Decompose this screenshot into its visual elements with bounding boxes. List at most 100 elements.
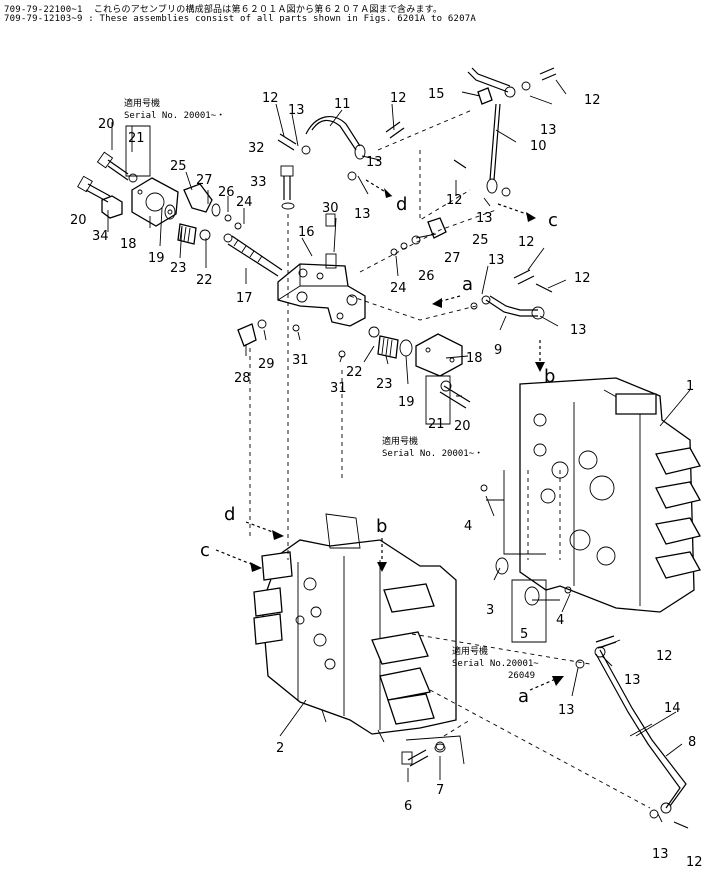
callout-13h: 13 <box>558 703 575 718</box>
callout-29: 29 <box>258 357 275 372</box>
callout-19a: 19 <box>148 251 165 266</box>
serial-note-right-en: Serial No. 20001~・ <box>382 449 483 459</box>
callout-13b: 13 <box>366 155 383 170</box>
bolt-32 <box>280 165 295 210</box>
port-letter-c-lower: c <box>200 540 210 561</box>
callout-6: 6 <box>404 799 412 814</box>
callout-20a: 20 <box>98 117 115 132</box>
callout-18b: 18 <box>466 351 483 366</box>
serial-note-bottom-en: Serial No.20001~ <box>452 659 539 669</box>
callout-3: 3 <box>486 603 494 618</box>
port-letter-d-upper: d <box>396 194 407 215</box>
serial-note-left-en: Serial No. 20001~・ <box>124 111 225 121</box>
callout-28: 28 <box>234 371 251 386</box>
callout-12g: 12 <box>656 649 673 664</box>
callout-14: 14 <box>664 701 681 716</box>
callout-10: 10 <box>530 139 547 154</box>
callout-18a: 18 <box>120 237 137 252</box>
main-valve-1 <box>519 377 701 613</box>
serial-bracket-21-left <box>125 125 151 177</box>
callout-12d: 12 <box>446 193 463 208</box>
tube-9 <box>470 295 545 320</box>
callout-32: 32 <box>248 141 265 156</box>
port-letter-a-lower: a <box>518 686 529 707</box>
callout-15: 15 <box>428 87 445 102</box>
callout-1: 1 <box>686 379 694 394</box>
bolts-20-left <box>77 151 138 203</box>
plugs-and-rings-left <box>164 183 242 245</box>
callout-13a: 13 <box>288 103 305 118</box>
callout-labels: 1 2 3 4 4 5 6 7 8 9 10 11 12 12 12 12 12… <box>70 87 703 870</box>
callout-16: 16 <box>298 225 315 240</box>
serial-note-bottom-jp: 適用号機 <box>452 645 488 657</box>
bolt-6-and-washer-7 <box>401 743 446 765</box>
callout-5: 5 <box>520 627 528 642</box>
callout-20c: 20 <box>454 419 471 434</box>
port-letter-c-upper: c <box>548 210 558 231</box>
callout-7: 7 <box>436 783 444 798</box>
callout-4b: 4 <box>556 613 564 628</box>
callout-23a: 23 <box>170 261 187 276</box>
callout-8: 8 <box>688 735 696 750</box>
callout-12e: 12 <box>518 235 535 250</box>
serial-note-right-jp: 適用号機 <box>382 435 418 447</box>
dashed-assembly-lines <box>249 109 651 809</box>
callout-27a: 27 <box>196 173 213 188</box>
callout-22a: 22 <box>196 273 213 288</box>
callout-13d: 13 <box>540 123 557 138</box>
serial-note-left-jp: 適用号機 <box>124 97 160 109</box>
callout-33: 33 <box>250 175 267 190</box>
callout-13c: 13 <box>354 207 371 222</box>
callout-4a: 4 <box>464 519 472 534</box>
callout-19b: 19 <box>398 395 415 410</box>
callout-13f: 13 <box>488 253 505 268</box>
callout-31b: 31 <box>330 381 347 396</box>
header-line-english: 709-79-12103~9 : These assemblies consis… <box>4 14 476 24</box>
header-line-japanese: 709-79-22100~1 これらのアセンブリの構成部品は第６２０１Ａ図から第… <box>4 5 443 15</box>
callout-26a: 26 <box>218 185 235 200</box>
callout-13g: 13 <box>570 323 587 338</box>
serial-bracket-5 <box>511 579 547 643</box>
callout-25a: 25 <box>170 159 187 174</box>
callout-9: 9 <box>494 343 502 358</box>
cover-18-left <box>131 177 179 227</box>
callout-11: 11 <box>334 97 351 112</box>
port-letter-b-lower: b <box>376 516 387 537</box>
callout-23b: 23 <box>376 377 393 392</box>
serial-note-right: 適用号機 Serial No. 20001~・ <box>382 435 483 459</box>
callout-21b: 21 <box>428 417 445 432</box>
callout-17: 17 <box>236 291 253 306</box>
callout-12c: 12 <box>584 93 601 108</box>
callout-27b: 27 <box>444 251 461 266</box>
serial-note-bottom-range: 26049 <box>508 671 535 681</box>
valve-block-16 <box>277 253 366 327</box>
port-letter-d-lower: d <box>224 504 235 525</box>
callout-24a: 24 <box>236 195 253 210</box>
port-letter-b-right: b <box>544 366 555 387</box>
serial-note-bottom: 適用号機 Serial No.20001~ 26049 <box>452 645 539 681</box>
tube-10-and-15 <box>467 67 531 197</box>
callout-12a: 12 <box>262 91 279 106</box>
callout-20b: 20 <box>70 213 87 228</box>
callout-12b: 12 <box>390 91 407 106</box>
callout-34: 34 <box>92 229 109 244</box>
callout-2: 2 <box>276 741 284 756</box>
tube-11 <box>301 116 366 181</box>
callout-25b: 25 <box>472 233 489 248</box>
callout-31a: 31 <box>292 353 309 368</box>
spool-17 <box>223 233 283 277</box>
leader-lines <box>107 79 691 823</box>
callout-13j: 13 <box>652 847 669 862</box>
serial-note-left: 適用号機 Serial No. 20001~・ <box>124 97 225 121</box>
port-letter-a-upper: a <box>462 274 473 295</box>
callout-30: 30 <box>322 201 339 216</box>
callout-13e: 13 <box>476 211 493 226</box>
fitting-30 <box>325 213 336 227</box>
elbow-fitting-34 <box>101 195 123 219</box>
serial-bracket-21-right <box>425 375 451 425</box>
plugs-and-rings-right <box>237 217 447 359</box>
cover-18-right <box>415 333 463 377</box>
callout-22b: 22 <box>346 365 363 380</box>
callout-21a: 21 <box>128 131 145 146</box>
